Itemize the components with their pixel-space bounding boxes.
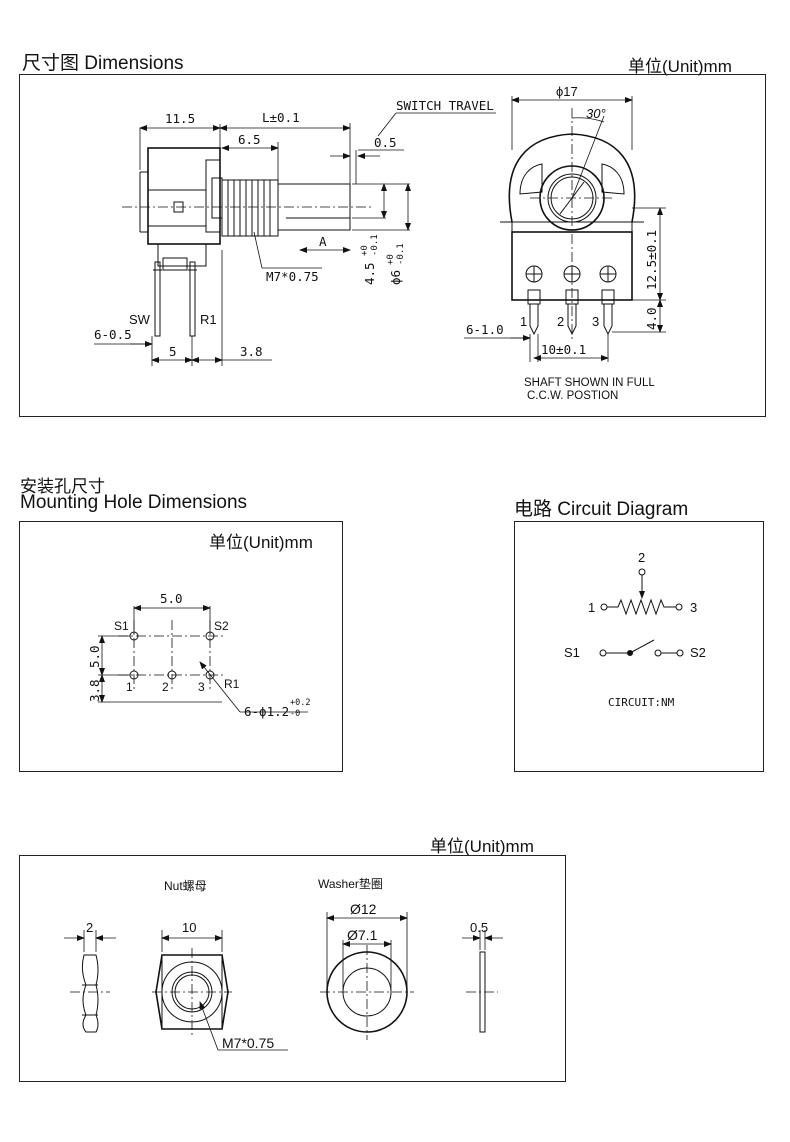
svg-text:M7*0.75: M7*0.75 [266,269,319,284]
svg-text:+0.2: +0.2 [290,698,310,708]
svg-text:6-0.5: 6-0.5 [94,327,132,342]
svg-text:Washer垫圈: Washer垫圈 [318,876,383,891]
svg-text:R1: R1 [200,312,217,327]
circuit-panel [514,521,764,772]
svg-text:+0: +0 [386,254,396,265]
svg-text:1: 1 [520,314,527,329]
svg-text:4.0: 4.0 [644,307,659,330]
mounting-title-en: Mounting Hole Dimensions [20,492,248,513]
svg-text:6-ϕ1.2: 6-ϕ1.2 [244,704,289,719]
side-view: 11.5 L±0.1 6.5 SWITCH TRAVEL 0.5 A 4.5 +… [94,98,496,366]
svg-text:30°: 30° [586,106,606,121]
svg-text:10±0.1: 10±0.1 [541,342,586,357]
svg-text:4.5: 4.5 [362,262,377,285]
svg-text:R1: R1 [224,677,240,691]
svg-text:6.5: 6.5 [238,132,261,147]
svg-text:SHAFT SHOWN IN FULL: SHAFT SHOWN IN FULL [524,377,655,389]
svg-text:+0: +0 [360,245,370,256]
front-view: 30° ϕ17 1 2 3 12.5±0.1 4.0 [464,84,666,402]
svg-text:1: 1 [126,680,133,694]
svg-text:5.0: 5.0 [160,591,183,606]
svg-text:M7*0.75: M7*0.75 [222,1035,274,1051]
svg-text:0.5: 0.5 [374,135,397,150]
svg-text:3.8: 3.8 [240,344,263,359]
svg-text:5.0: 5.0 [87,645,102,668]
svg-text:2: 2 [86,920,93,935]
svg-text:10: 10 [182,920,196,935]
svg-text:SWITCH TRAVEL: SWITCH TRAVEL [396,98,494,113]
svg-text:C.C.W. POSTION: C.C.W. POSTION [527,390,618,402]
svg-text:3: 3 [198,680,205,694]
svg-text:3: 3 [690,600,697,615]
svg-text:L±0.1: L±0.1 [262,110,300,125]
svg-text:3.8: 3.8 [87,679,102,702]
svg-text:0.5: 0.5 [470,920,488,935]
dimensions-panel [19,74,766,417]
svg-text:5: 5 [169,344,177,359]
svg-text:S2: S2 [690,645,706,660]
svg-text:SW: SW [129,312,151,327]
svg-text:ϕ6: ϕ6 [388,270,403,285]
svg-text:Nut螺母: Nut螺母 [164,879,207,893]
svg-text:11.5: 11.5 [165,111,195,126]
svg-text:S1: S1 [564,645,580,660]
dimensions-title: 尺寸图 Dimensions [22,53,184,74]
svg-text:A: A [319,234,327,249]
svg-text:ϕ17: ϕ17 [556,84,578,99]
svg-text:-0.1: -0.1 [396,243,406,265]
mounting-title-cn: 安装孔尺寸 [20,477,105,496]
mounting-unit: 单位(Unit)mm [209,533,313,552]
svg-text:S1: S1 [114,619,129,633]
dimensions-unit: 单位(Unit)mm [628,57,732,76]
svg-text:-0.1: -0.1 [370,234,380,256]
svg-text:CIRCUIT:NM: CIRCUIT:NM [608,696,675,709]
svg-text:2: 2 [557,314,564,329]
svg-text:3: 3 [592,314,599,329]
svg-text:Ø7.1: Ø7.1 [347,927,378,943]
svg-text:Ø12: Ø12 [350,901,377,917]
svg-text:-0: -0 [290,709,300,719]
svg-text:2: 2 [162,680,169,694]
terminal-circles [525,265,617,283]
svg-text:1: 1 [588,600,595,615]
svg-text:2: 2 [638,550,645,565]
svg-text:S2: S2 [214,619,229,633]
svg-text:6-1.0: 6-1.0 [466,322,504,337]
circuit-title: 电路 Circuit Diagram [514,499,689,520]
mounting-panel [19,521,343,772]
svg-text:12.5±0.1: 12.5±0.1 [644,230,659,290]
hardware-unit: 单位(Unit)mm [430,837,534,856]
thread-lines [227,180,271,236]
hardware-panel [19,855,566,1082]
